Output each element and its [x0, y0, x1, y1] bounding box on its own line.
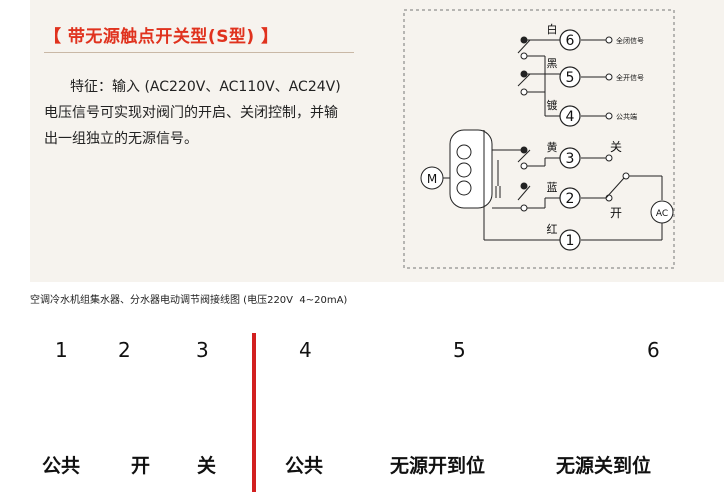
wire-color-yellow: 黄	[547, 140, 558, 154]
terminal-numbers: 6 5 4 3 2 1	[566, 33, 575, 249]
terminal-label-6: 无源关到位	[556, 455, 652, 477]
figure-caption: 空调冷水机组集水器、分水器电动调节阀接线图 (电压220V 4~20mA)	[30, 295, 348, 306]
terminal-number-4: 4	[299, 338, 312, 362]
terminal-label-1: 公共	[42, 455, 81, 477]
group-divider	[252, 333, 256, 492]
terminal-label-3: 关	[197, 455, 217, 477]
terminal-4: 4	[566, 109, 575, 125]
ac-switch-group	[581, 154, 674, 241]
switch-labels: 关 开 M AC	[427, 140, 668, 220]
wire-color-labels: 白 黑 镀 黄 蓝 红	[547, 22, 558, 236]
motor-group	[420, 129, 560, 241]
signal-switch-group	[517, 36, 613, 120]
diagram-title: 【 带无源触点开关型(S型) 】	[44, 27, 279, 47]
terminal-number-3: 3	[196, 338, 209, 362]
motor-label: M	[427, 172, 437, 186]
feature-line-2: 电压信号可实现对阀门的开启、关闭控制，并输	[44, 105, 338, 121]
terminal-5: 5	[566, 70, 575, 86]
signal-label-closed: 全闭信号	[616, 36, 644, 45]
terminal-number-5: 5	[453, 338, 466, 362]
wiring-photo	[30, 0, 724, 282]
title-underline	[44, 52, 354, 53]
terminal-label-5: 无源开到位	[390, 455, 486, 477]
feature-line-3: 出一组独立的无源信号。	[44, 131, 198, 147]
ac-label: AC	[656, 209, 668, 219]
signal-label-open: 全开信号	[616, 73, 644, 82]
wire-color-blue: 蓝	[547, 181, 558, 194]
open-label: 开	[610, 206, 622, 220]
motor-switch-group	[517, 146, 560, 212]
terminal-number-6: 6	[647, 338, 660, 362]
terminal-number-2: 2	[118, 338, 131, 362]
terminal-6: 6	[566, 33, 575, 49]
feature-description: 特征：输入 (AC220V、AC110V、AC24V) 电压信号可实现对阀门的开…	[44, 74, 374, 152]
signal-label-common: 公共端	[616, 112, 637, 121]
wiring-diagram: 6 5 4 3 2 1 白 黑 镀 黄 蓝 红 全闭信号 全开信号 公共端 关 …	[403, 9, 675, 269]
close-label: 关	[610, 140, 622, 154]
wire-color-white: 白	[547, 22, 558, 36]
terminal-number-1: 1	[55, 338, 68, 362]
wire-color-plated: 镀	[547, 98, 558, 112]
terminal-2: 2	[566, 191, 575, 207]
terminal-label-4: 公共	[285, 455, 324, 477]
wire-color-red: 红	[547, 223, 558, 236]
terminal-block	[559, 29, 581, 251]
terminal-label-2: 开	[131, 455, 151, 477]
terminal-3: 3	[566, 151, 575, 167]
terminal-1: 1	[566, 233, 575, 249]
enclosure-dashed-box	[403, 9, 675, 269]
signal-labels: 全闭信号 全开信号 公共端	[616, 36, 644, 121]
wire-color-black: 黑	[547, 57, 558, 70]
feature-line-1: 特征：输入 (AC220V、AC110V、AC24V)	[70, 79, 341, 95]
